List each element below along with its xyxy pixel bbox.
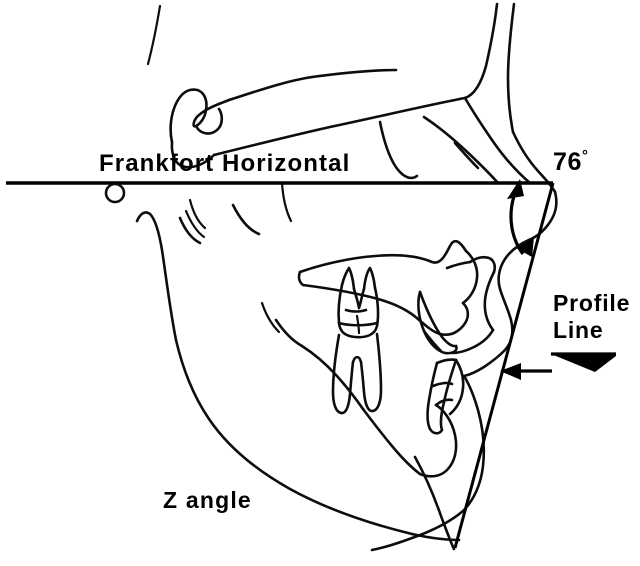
porion-marker [104, 182, 126, 204]
upper-incisor-incisal-edge [443, 344, 458, 355]
upper-molar-furcation [351, 355, 363, 364]
z-angle-label: Z angle [163, 487, 252, 513]
upper-molar-cusp-right [362, 266, 377, 291]
lower-incisor-mesial-ridge [431, 381, 454, 388]
orbital-rim-upper [422, 115, 500, 185]
angle-arc-arrowhead-top [507, 179, 524, 199]
degree-symbol: ° [582, 147, 589, 165]
upper-lip-vermilion [468, 255, 497, 274]
z-angle-value-label: 76° [553, 148, 589, 177]
upper-molar-root-outline [331, 333, 355, 415]
palate-superior-outline [298, 239, 468, 274]
sella-turcica-outline [169, 88, 231, 144]
profile-line-label-word1: Profile [553, 290, 631, 316]
mouth-interior-contour [483, 270, 496, 332]
upper-molar-crown-outline [337, 283, 380, 339]
profile-pointer-arrowhead [500, 363, 521, 380]
pterygoid-plate-stroke [260, 301, 281, 334]
sphenoid-stroke [184, 209, 206, 239]
upper-incisor-root [422, 329, 443, 353]
lower-incisor-crown-outline [426, 361, 439, 431]
philtrum-detail [445, 260, 472, 270]
upper-lip-soft-tissue [497, 238, 531, 291]
zygomatic-process-left [231, 203, 261, 236]
chin-crease-detail [450, 328, 495, 355]
hyoid-or-neck-stroke [413, 455, 456, 551]
mandibular-condyle [448, 358, 465, 416]
posterior-maxilla-outline [461, 249, 479, 305]
upper-molar-central-groove [352, 287, 366, 310]
profile-line-label-word2: Line [553, 316, 604, 343]
cranial-base-group [146, 2, 532, 185]
midface-group [178, 120, 419, 348]
upper-molar-cusp-left [340, 266, 356, 291]
profile-line [453, 182, 555, 549]
soft-tissue-profile-group [370, 130, 558, 552]
profile-pointer-chevron [551, 354, 616, 372]
anterior-cranial-base-lower [212, 96, 467, 157]
mandibular-symphysis-outline [418, 403, 458, 478]
upper-molar-fissure-line [355, 314, 361, 335]
maxilla-group [297, 239, 479, 337]
mandible-group [135, 211, 465, 542]
mandibular-alveolar-crest [434, 398, 454, 407]
forehead-soft-tissue [506, 2, 516, 134]
mandibular-ramus-posterior [174, 338, 414, 536]
cranial-base-left-slope [146, 4, 162, 66]
misc-anatomy-group [184, 181, 456, 551]
z-angle-value: 76 [553, 148, 583, 176]
nasion-junction [463, 96, 532, 185]
sella-floor-outline [194, 107, 224, 135]
cranial-base-to-nasion [310, 68, 398, 79]
dentition-group [331, 266, 458, 435]
gonial-angle-detail [300, 344, 365, 411]
frankfort-horizontal-label: Frankfort Horizontal [99, 150, 351, 177]
ethmoid-stroke [280, 181, 293, 223]
angle-arc-arrowhead-bottom [516, 237, 534, 257]
orbital-rim-lower [453, 141, 480, 170]
anterior-nasal-spine [297, 270, 305, 287]
sella-posterior-wall [170, 140, 216, 169]
angle-arc-group [507, 179, 534, 257]
soft-tissue-chin-outline [461, 374, 486, 513]
submental-contour [370, 509, 465, 552]
maxillary-alveolus [438, 301, 470, 337]
labiomental-sulcus [462, 349, 506, 378]
nose-tip-to-subnasale [527, 190, 558, 242]
upper-molar-occlusal-mark [344, 308, 368, 313]
lower-incisor-cervical [435, 358, 458, 365]
cranial-fossa-stroke [188, 198, 207, 230]
nasal-floor-outline [378, 120, 419, 180]
pterygomaxillary-fissure [178, 216, 202, 245]
palate-inferior-outline [301, 283, 442, 336]
reference-lines-group [6, 181, 555, 549]
anterior-cranial-base-upper [227, 75, 314, 102]
mandibular-symphysis-anterior [361, 407, 422, 476]
profile-pointer-group [500, 352, 616, 380]
lower-incisor-root-apex [428, 427, 444, 435]
upper-molar-root-distal [359, 332, 383, 413]
frontal-bone-outer [463, 2, 499, 100]
upper-incisor-crown-outline [418, 290, 458, 348]
maxillary-tuberosity [274, 318, 304, 348]
lower-incisor-lingual-surface [439, 358, 458, 432]
coronoid-ramus-anterior [135, 211, 178, 342]
